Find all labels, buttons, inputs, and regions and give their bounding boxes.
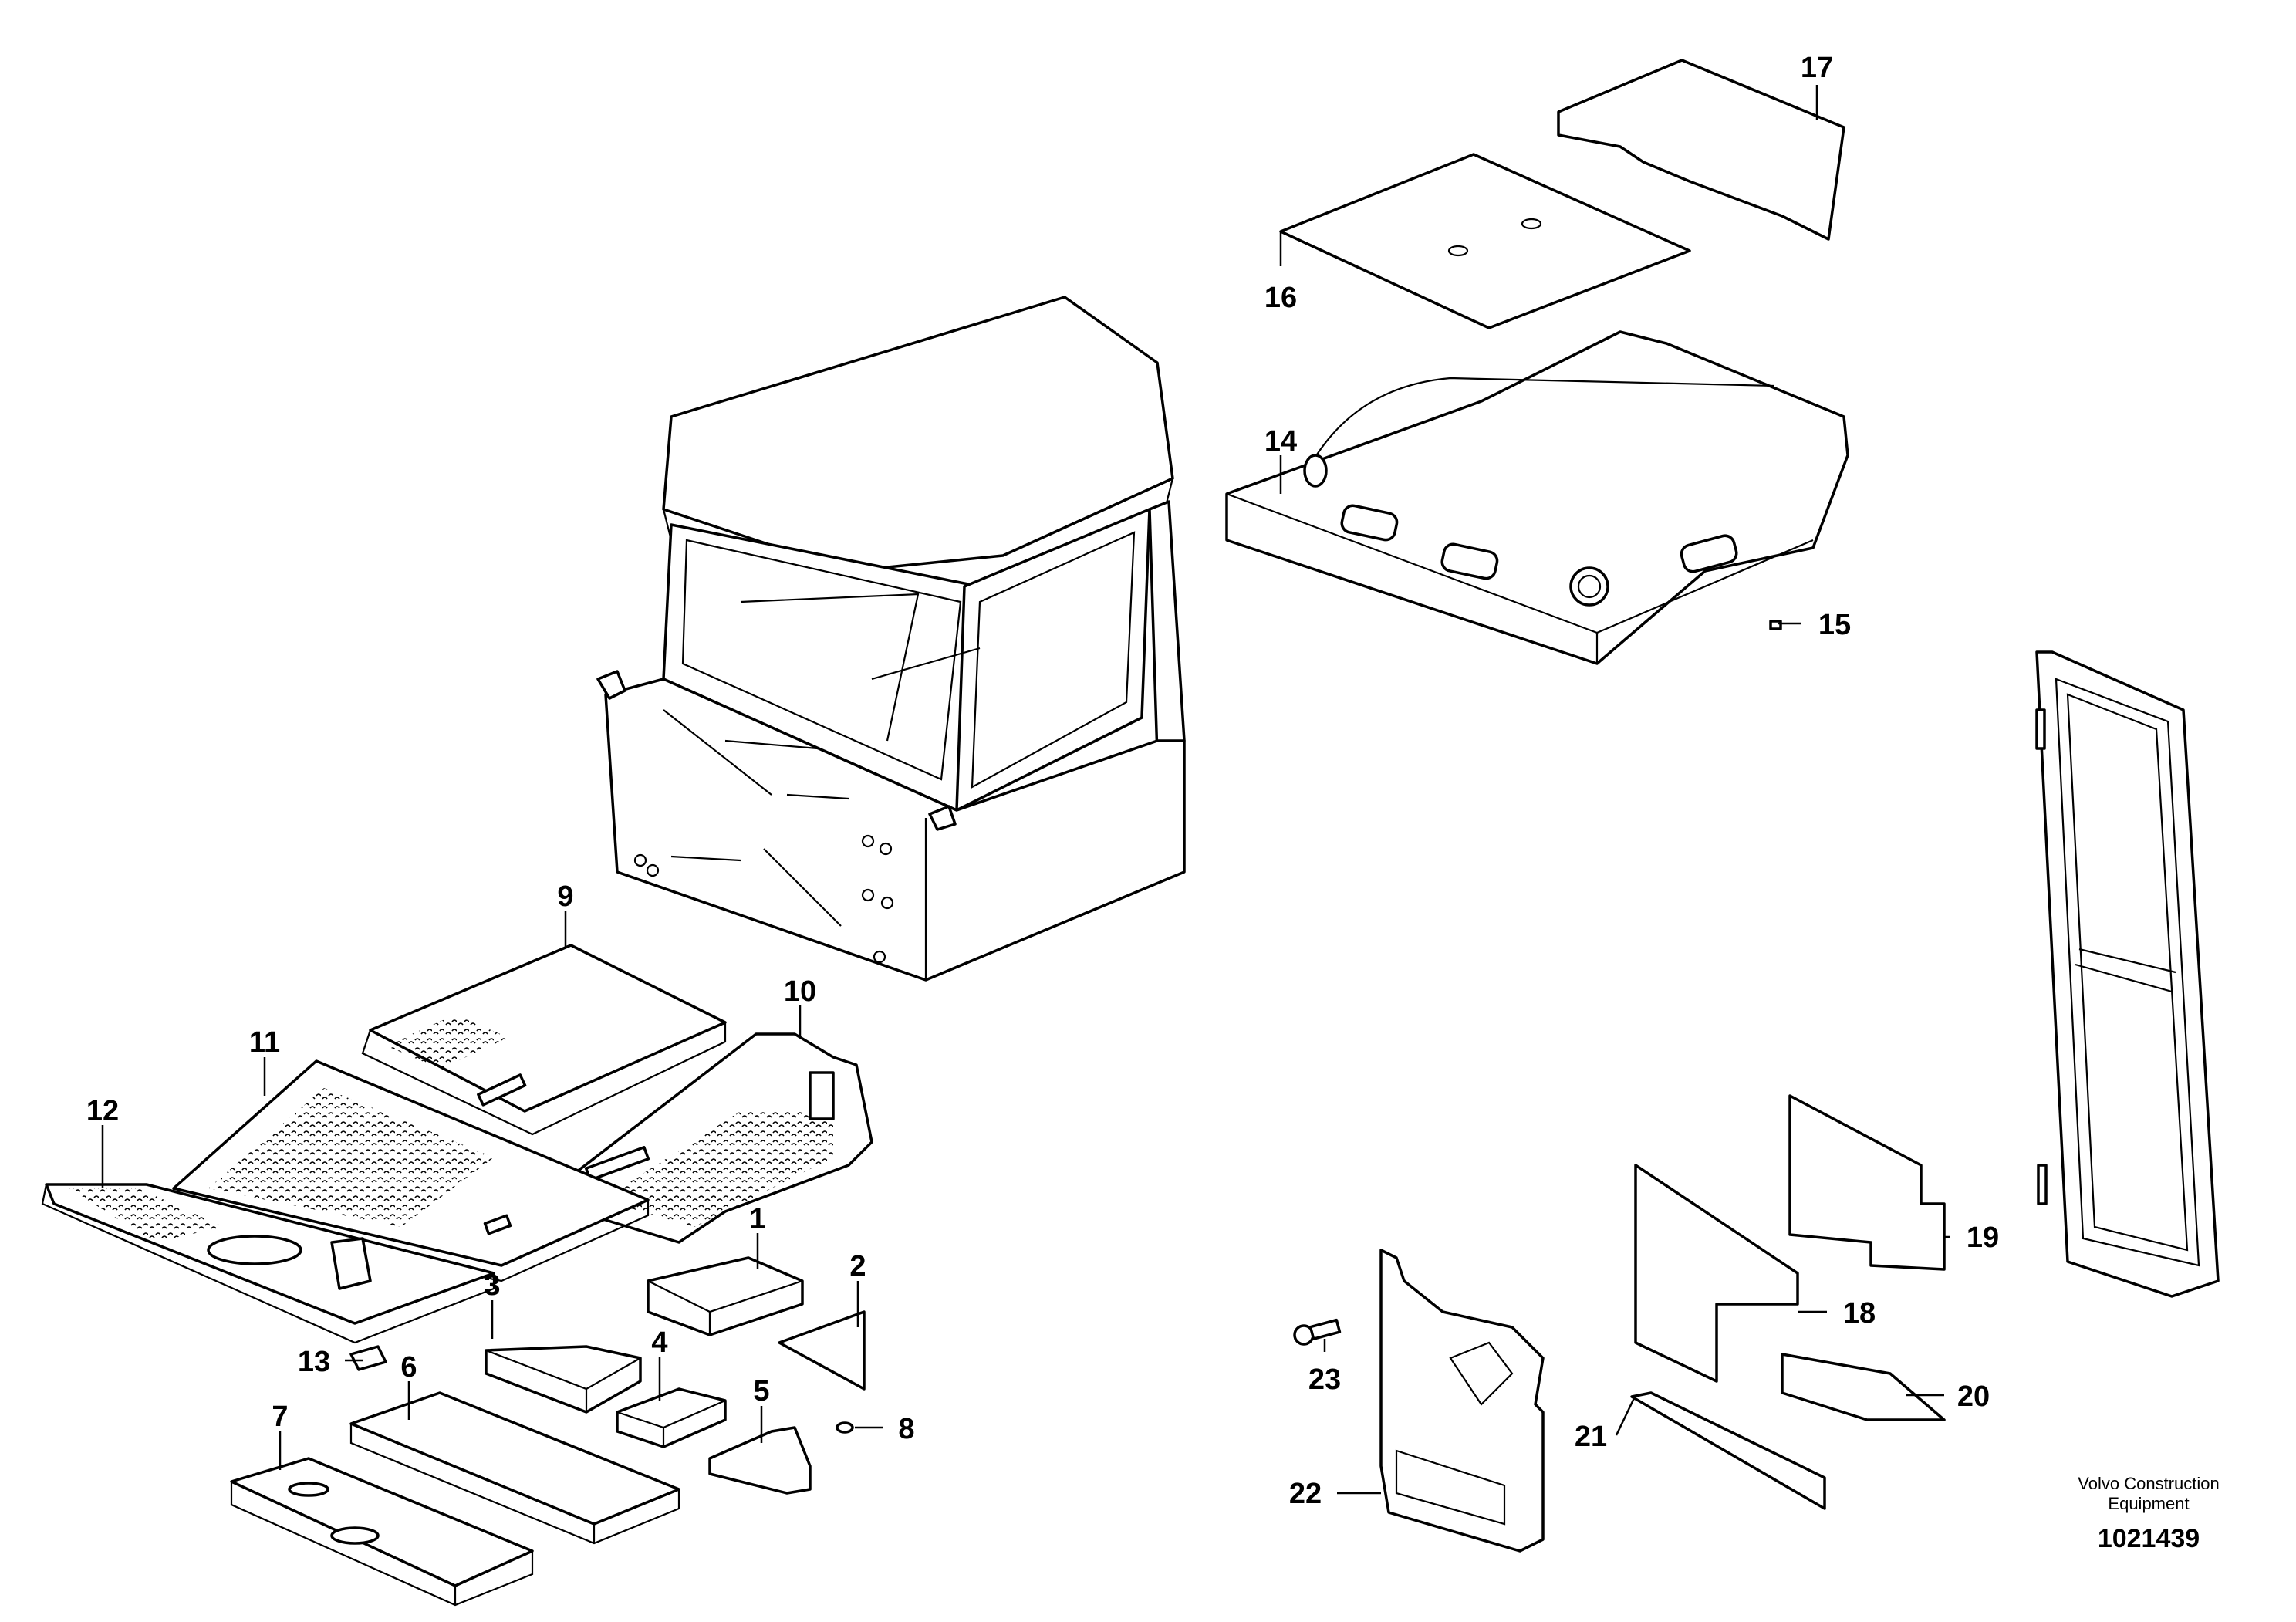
- callout-17: 17: [1801, 52, 1833, 84]
- cab-assembly: [596, 296, 1186, 982]
- callout-23: 23: [1308, 1363, 1341, 1396]
- cab-roof: [662, 296, 1174, 573]
- callout-15: 15: [1818, 609, 1851, 641]
- callout-7: 7: [272, 1401, 288, 1433]
- company-name-line1: Volvo Construction: [2078, 1474, 2219, 1493]
- washer-8: [836, 1421, 854, 1434]
- floor-mat-11: [172, 1059, 650, 1282]
- insulation-2: [778, 1310, 866, 1391]
- panel-19: [1788, 1094, 1946, 1271]
- callout-6: 6: [400, 1351, 417, 1384]
- callout-12: 12: [86, 1095, 119, 1127]
- callout-11: 11: [249, 1026, 280, 1059]
- callout-22: 22: [1289, 1478, 1322, 1510]
- footer-block: Volvo Construction Equipment 1021439: [2078, 1474, 2219, 1553]
- callout-5: 5: [753, 1375, 769, 1407]
- insulation-1: [647, 1256, 804, 1336]
- callout-14: 14: [1264, 425, 1297, 458]
- callout-20: 20: [1957, 1380, 1990, 1413]
- callout-2: 2: [849, 1250, 866, 1282]
- insulation-4: [616, 1387, 727, 1448]
- roof-panel-17: [1557, 59, 1845, 241]
- callout-4: 4: [651, 1326, 667, 1359]
- cab-lower-body: [604, 678, 1186, 982]
- callout-19: 19: [1967, 1222, 1999, 1254]
- floor-mat-12: [41, 1183, 495, 1344]
- door-frame: [2035, 650, 2220, 1298]
- floor-mat-9: [361, 944, 727, 1136]
- callout-3: 3: [484, 1269, 500, 1302]
- drawing-number: 1021439: [2098, 1524, 2200, 1553]
- callout-21: 21: [1575, 1421, 1607, 1453]
- insulation-5: [708, 1426, 812, 1495]
- panel-18: [1634, 1164, 1799, 1383]
- side-panel-22: [1379, 1249, 1545, 1553]
- clip-13: [349, 1345, 387, 1371]
- callout-10: 10: [784, 975, 816, 1008]
- company-name-line2: Equipment: [2108, 1494, 2189, 1513]
- roof-panel-16: [1279, 153, 1691, 329]
- callout-8: 8: [898, 1413, 914, 1445]
- callout-1: 1: [749, 1203, 765, 1235]
- callout-9: 9: [557, 880, 573, 913]
- clip-15: [1769, 620, 1782, 630]
- callout-labels: 1 2 3 4 5 6 7 8 9 10 11 12 13 14 15 16 1…: [86, 52, 1999, 1510]
- strip-20: [1781, 1353, 1946, 1421]
- callout-18: 18: [1843, 1297, 1876, 1330]
- roof-liner-14: [1225, 330, 1849, 665]
- strip-21: [1630, 1391, 1826, 1510]
- screw-23: [1293, 1318, 1342, 1346]
- callout-13: 13: [298, 1346, 330, 1378]
- callout-16: 16: [1264, 282, 1297, 314]
